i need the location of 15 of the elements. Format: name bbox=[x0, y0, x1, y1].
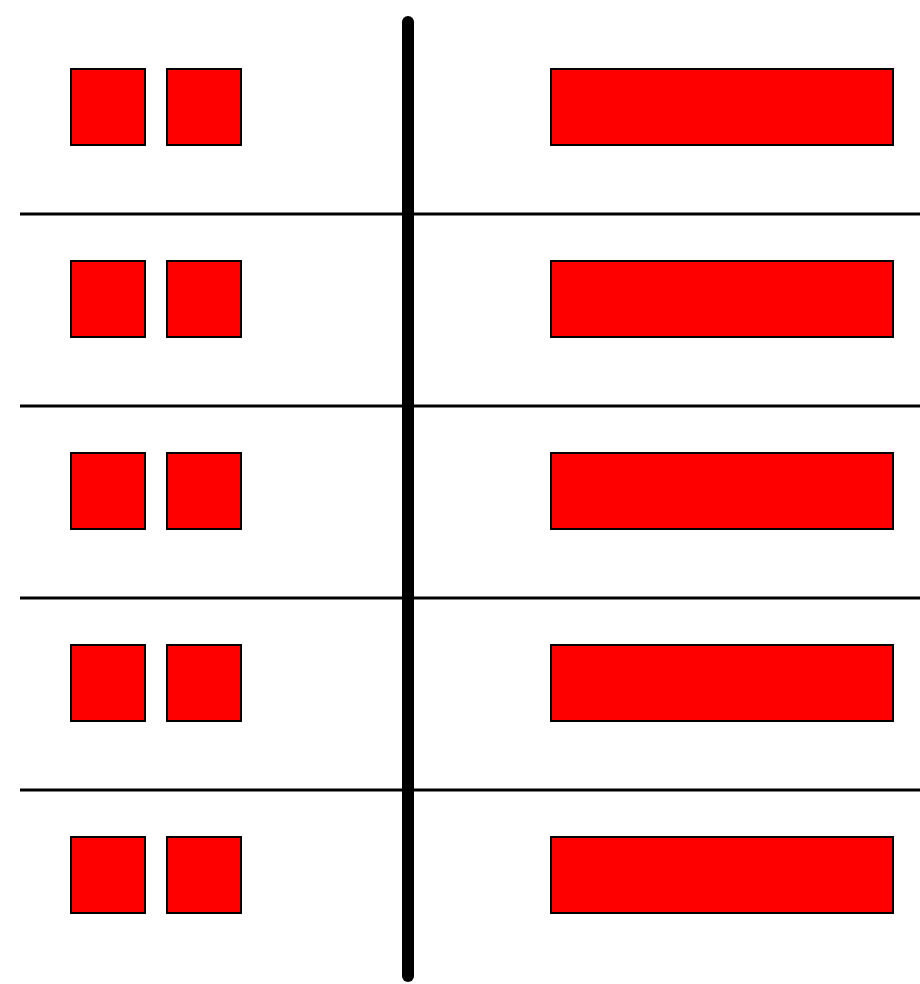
square-block bbox=[166, 836, 242, 914]
square-block bbox=[166, 68, 242, 146]
bar-block bbox=[550, 260, 894, 338]
square-block bbox=[70, 260, 146, 338]
square-block bbox=[70, 836, 146, 914]
square-block bbox=[70, 452, 146, 530]
bar-block bbox=[550, 452, 894, 530]
square-block bbox=[166, 260, 242, 338]
bar-block bbox=[550, 836, 894, 914]
bar-block bbox=[550, 68, 894, 146]
square-block bbox=[166, 644, 242, 722]
bar-block bbox=[550, 644, 894, 722]
square-block bbox=[70, 68, 146, 146]
square-block bbox=[166, 452, 242, 530]
square-block bbox=[70, 644, 146, 722]
